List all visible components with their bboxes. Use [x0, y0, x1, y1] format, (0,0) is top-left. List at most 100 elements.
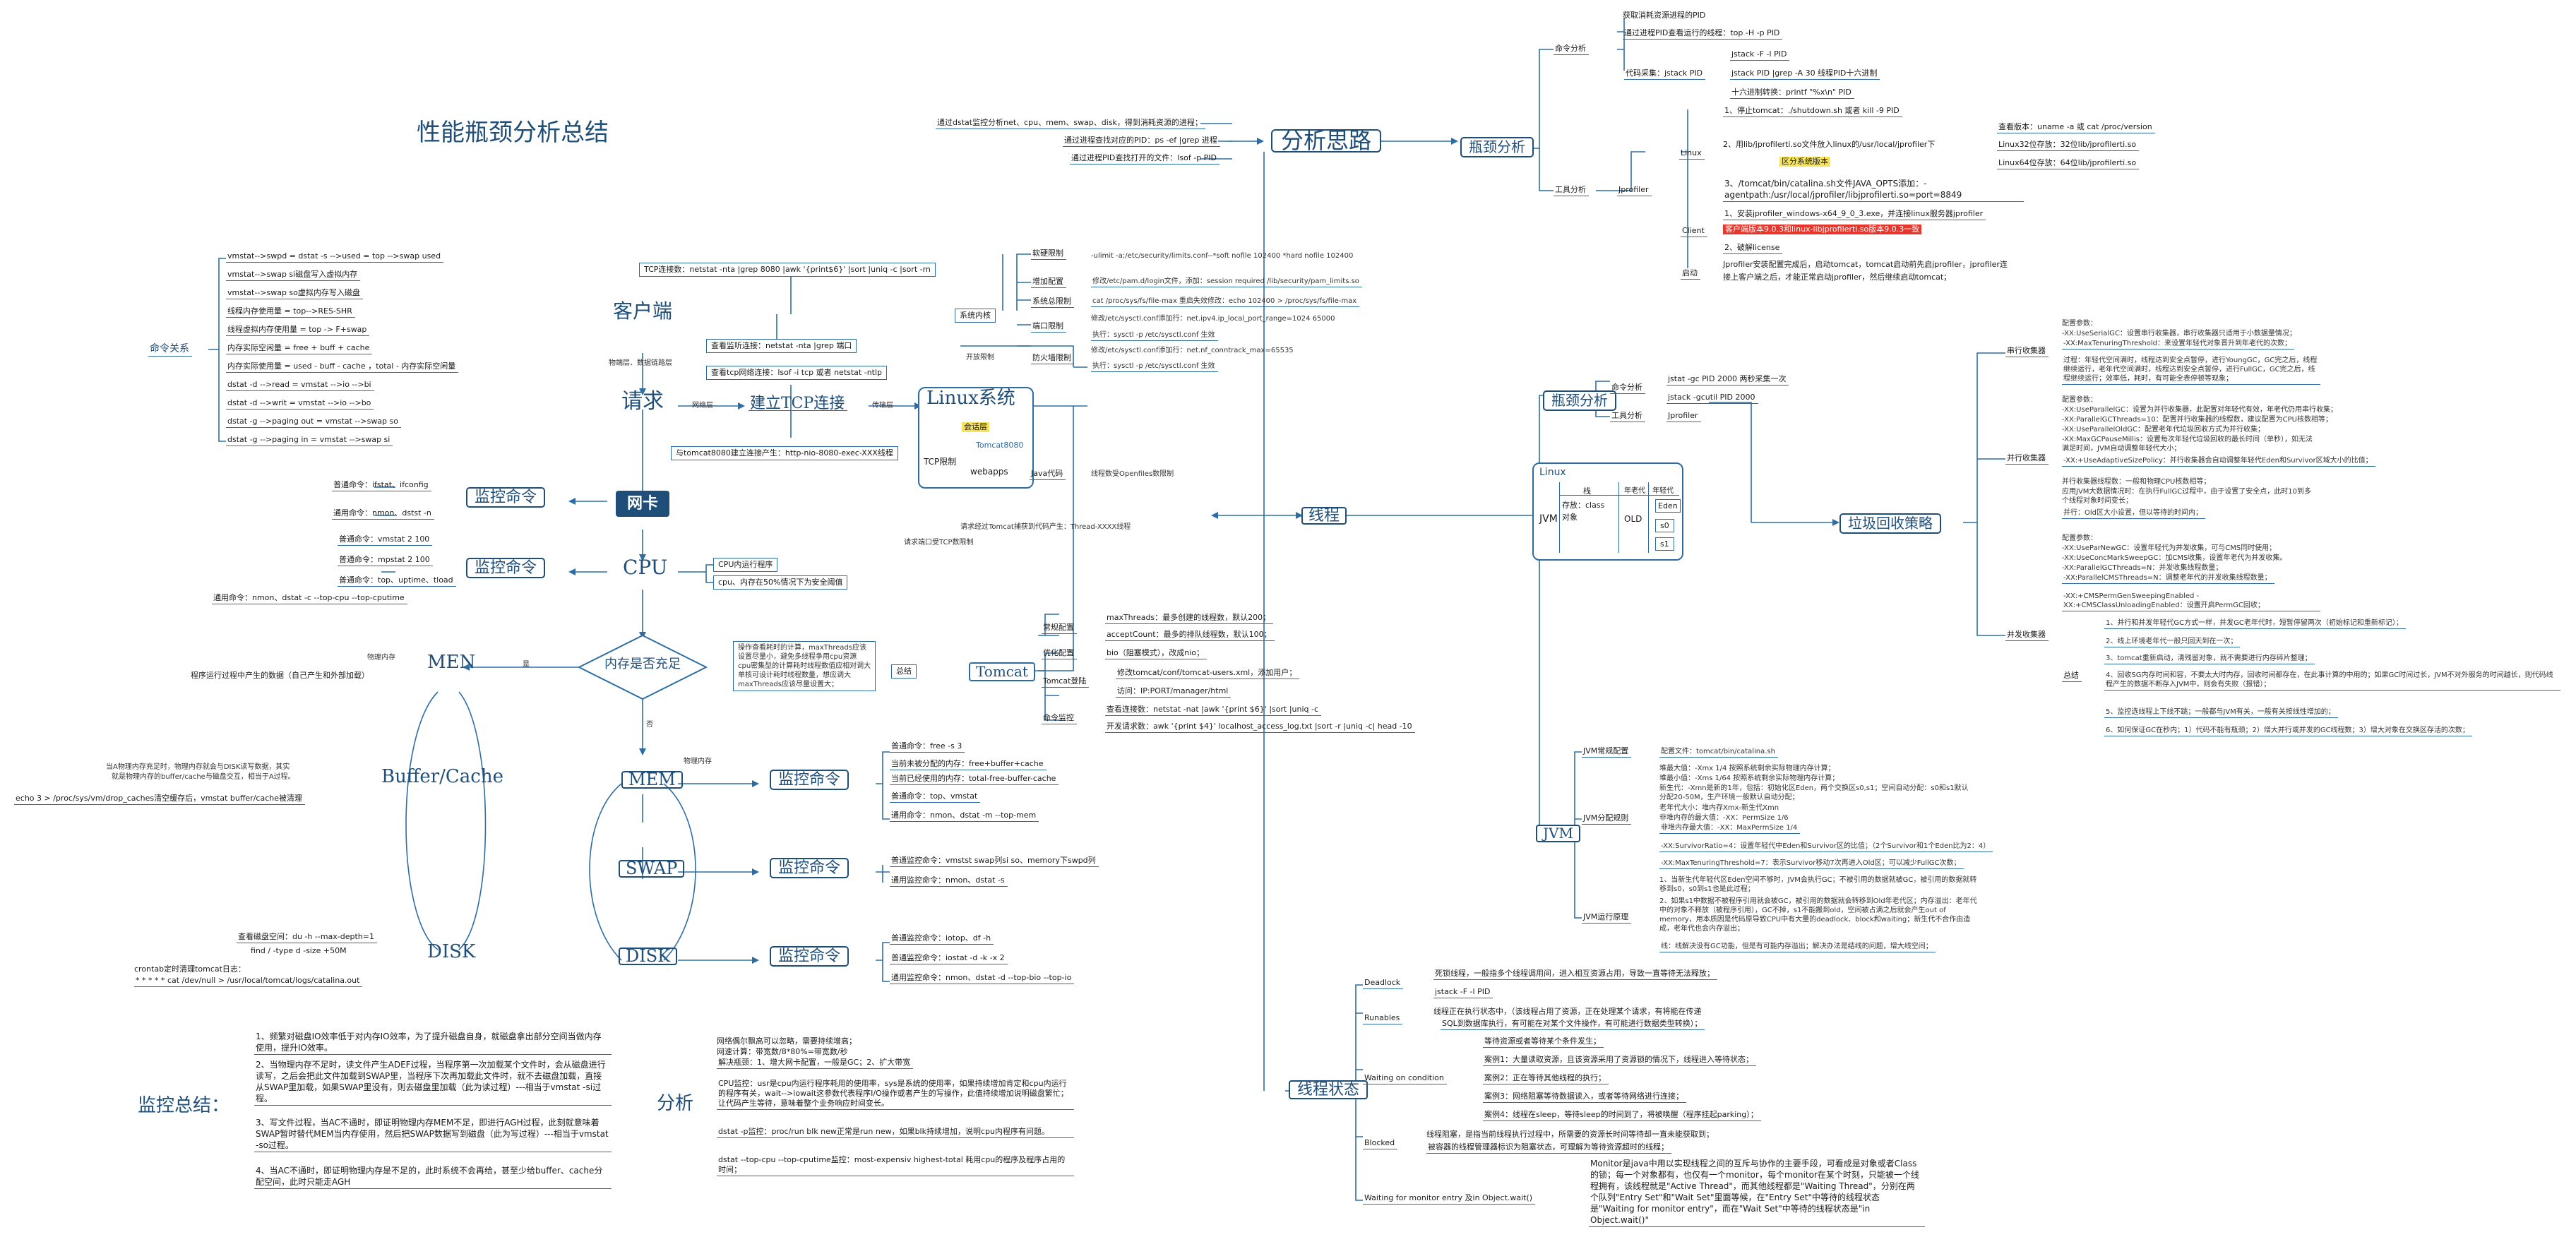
serial-collector: 串行收集器	[2005, 346, 2049, 357]
build-tcp-node: 建立TCP连接	[749, 396, 848, 412]
tomcat-login-step: 修改tomcat/conf/tomcat-users.xml，添加用户；	[1116, 668, 1300, 679]
thinking-step: 通过进程查找对应的PID：ps -ef |grep 进程	[1063, 136, 1220, 147]
thinking-step: 通过进程PID查找打开的文件：lsof -p PID	[1070, 153, 1220, 165]
gc-param: 并行收集器线程数：一般和物理CPU核数相等；	[2062, 478, 2211, 486]
request-port-note: 请求端口受TCP数限制	[904, 539, 974, 546]
jvm-node: JVM	[1536, 825, 1580, 842]
buffer-desc: 当A物理内存充足时，物理内存就会与DISK读写数据，其实	[106, 763, 290, 771]
jvm-run-item: 线：线解决没有GC功能，但是有可能内存溢出；解决办法是结线的问题，增大线空间；	[1659, 942, 1936, 952]
storage-label: 存放：class对象	[1562, 501, 1605, 522]
client-node: 客户端	[613, 299, 673, 323]
check-listen-cmd: 查看监听连接：netstat -nta |grep 端口	[706, 339, 857, 353]
page-title: 性能瓶颈分析总结	[417, 119, 609, 147]
cpu-cmd: 普通命令：top、uptime、tload	[338, 575, 456, 587]
add-config-node: 增加配置	[1031, 277, 1066, 288]
tcp-limit-label: TCP限制	[924, 457, 957, 467]
hex-step: 十六进制转换：printf "%x\n" PID	[1730, 88, 1854, 99]
runnable-desc: 线程正在执行状态中，（该线程占用了资源，正在处理某个请求，有将能在传递	[1433, 1007, 1702, 1016]
swap-monitor-node: 监控命令	[770, 858, 849, 878]
jstack-step: jstack PID |grep -A 30 线程PID十六进制	[1730, 68, 1880, 80]
tcp-conn-cmd: TCP连接数：netstat -nta |grep 8080 |awk '{pr…	[639, 263, 936, 277]
tomcat-note-line: 单核可设计耗时线程数量，想应调大	[738, 671, 851, 679]
relation-item: vmstat-->swap so虚拟内存写入磁盘	[226, 288, 363, 299]
client-branch: Client	[1681, 226, 1707, 237]
gc-param: -XX:+CMSPermGenSweepingEnabled -XX:+CMSC…	[2062, 592, 2320, 611]
no-label: 否	[646, 721, 653, 729]
jvm-normal-config: JVM常规配置	[1582, 746, 1632, 758]
bio-setting: bio（阻塞模式），改成nio；	[1105, 648, 1208, 659]
gc-param: 并行：Old区大小设置，但以等待的时间内；	[2062, 508, 2205, 519]
gc-param: -XX:MaxTenuringThreshold：来设置年轻代对象晋升到年老代的…	[2062, 339, 2294, 349]
state-deadlock: Deadlock	[1363, 978, 1404, 989]
jprofiler-node: Jprofiler	[1617, 185, 1652, 196]
old-gen-label: 年老代	[1624, 487, 1645, 495]
jstack-gcutil-cmd: jstack -gcutil PID 2000	[1666, 393, 1758, 404]
gc-summary-item: 4、回收SG内存时间和容，不要太大时内存，回收时间都存在，在此事计算的中用的；如…	[2104, 671, 2560, 691]
bottleneck-analysis-node: 瓶颈分析	[1460, 137, 1534, 157]
disk-space-cmd: 查看磁盘空间：du -h --max-depth=1	[237, 932, 377, 943]
deadlock-cmd: jstack -F -l PID	[1433, 987, 1493, 998]
men-node: MEN	[427, 652, 476, 673]
distinguish-version-highlight: 区分系统版本	[1779, 157, 1830, 167]
tomcat-monitor-item: 开发请求数：awk '{print $4}' localhost_access_…	[1105, 722, 1415, 733]
physical-memory-label: 物理内存	[367, 654, 395, 662]
gc-param: -XX:ParallelGCThreads=N：并发收集线程数量；	[2062, 564, 2223, 572]
analysis-item: dstat --top-cpu --top-cputime监控：most-exp…	[717, 1155, 1074, 1176]
jvm-alloc-item: 堆最小值：-Xms 1/64 按照系统剩余实际物理内存计算；	[1659, 775, 1839, 782]
get-pid-step: 获取消耗资源进程的PID	[1623, 11, 1706, 20]
start-desc: 接上客户端之后，才能正常启动jprofiler，然后继续启动tomcat；	[1723, 273, 1952, 282]
state-monitor-entry: Waiting for monitor entry 及in Object.wai…	[1363, 1193, 1536, 1205]
tomcat-login-step: 访问：IP:PORT/manager/html	[1116, 686, 1232, 698]
linux-system-box: Linux系统 会话层 Tomcat8080 TCP限制 webapps	[918, 387, 1034, 489]
gc-param: 配置参数：	[2062, 320, 2097, 328]
jvm-linux-label: Linux	[1539, 467, 1566, 478]
gc-param: 配置参数：	[2062, 396, 2097, 404]
physical-memory-label: 物理内存	[684, 758, 712, 765]
sys-limit-cmd: cat /proc/sys/fs/file-max 重启失效修改：echo 10…	[1091, 297, 1360, 307]
thread-state-node: 线程状态	[1289, 1080, 1368, 1099]
waiting-condition-item: 案例3：网络阻塞等待数据读入，或者等待网络进行连接；	[1483, 1092, 1686, 1103]
command-analysis-node: 命令分析	[1610, 383, 1645, 394]
jvm-run-principle: JVM运行原理	[1582, 912, 1632, 924]
soft-limit-cmd: -ulimit -a;/etc/security/limits.conf--*s…	[1091, 252, 1354, 260]
memory-description: 程序运行过程中产生的数据（自己产生和外部加载）	[191, 671, 369, 680]
relation-item: dstat -g -->paging in = vmstat -->swap s…	[226, 435, 393, 446]
jvm-alloc-item: -XX:SurvivorRatio=4：设置年轻代中Eden和Survivor区…	[1659, 842, 1993, 852]
check-tcp-cmd: 查看tcp网络连接：lsof -i tcp 或者 netstat -ntlp	[706, 366, 888, 380]
buffer-desc: 就是物理内存的buffer/cache与磁盘交互，相当于A过程。	[112, 773, 295, 781]
gc-summary-label: 总结	[2062, 671, 2082, 682]
relation-item: 内存实际使用量 = used - buff - cache ，total - 内…	[226, 361, 459, 373]
blocked-desc: 被容器的线程管理器标识为阻塞状态，可理解为等待资源超时的线程；	[1426, 1142, 1671, 1154]
jvm-alloc-item: 新生代：-Xmn是新的1年，包括：初始化区Eden，两个交换区s0,s1；空间自…	[1659, 784, 1969, 801]
linux-branch: Linux	[1679, 148, 1705, 160]
mem-node: MEM	[621, 771, 683, 789]
session-layer-highlight: 会话层	[962, 422, 989, 432]
summary-item: 3、写文件过程，当AC不通时，即证明物理内存MEM不足，即进行AGH过程，此刻就…	[254, 1117, 612, 1152]
jvm-alloc-item: 非堆内存的最大值：-XX：PermSize 1/6	[1659, 814, 1789, 822]
gc-param: -XX:UseParallelOldGC：配置老年代垃圾回收方式为并行收集；	[2062, 426, 2265, 434]
jvm-alloc-item: -XX:MaxTenuringThreshold=7：表示Survivor移动7…	[1659, 859, 1964, 869]
max-threads-setting: maxThreads：最多创建的线程数，默认200；	[1105, 613, 1274, 624]
disk-node: DISK	[427, 941, 476, 962]
client-install-step: 1、安装jprofiler_windows-x64_9_0_3.exe，并连接l…	[1723, 209, 1986, 220]
analysis-item: CPU监控：usr是cpu内运行程序耗用的使用率，sys是系统的使用率，如果持续…	[717, 1079, 1074, 1110]
tool-analysis-node: 工具分析	[1554, 185, 1589, 196]
swap-cmd: 通用监控命令：nmon、dstat -s	[890, 876, 1008, 887]
table-divider	[1559, 482, 1560, 553]
mem-cmd: 当前未被分配的内存：free+buffer+cache	[890, 759, 1046, 770]
relation-item: 线程虚拟内存使用量 = top -> F+swap	[226, 325, 370, 336]
java-code-label: Java代码	[1030, 469, 1066, 480]
relation-item: vmstat-->swap si磁盘写入虚拟内存	[226, 270, 361, 281]
check-version-step: 查看版本：uname -a 或 cat /proc/version	[1997, 122, 2155, 133]
gc-param: -XX:ParallelGCThreads=10：配置并行收集器的线程数，建议配…	[2062, 416, 2332, 424]
jprofiler-linux-step: 2、用lib/jprofilerti.so文件放入linux的/usr/loca…	[1723, 140, 1936, 149]
s0-label: s0	[1655, 519, 1674, 532]
mem-cmd: 通用命令：nmon、dstat -m --top-mem	[890, 811, 1039, 822]
gc-param: -XX:MaxGCPauseMillis：设置每次年轻代垃圾回收的最长时间（单秒…	[2062, 436, 2313, 453]
gc-summary-item: 5、监控选线程上下线不跳；一般都与JVM有关，一般有关按线性增加的；	[2104, 707, 2338, 718]
mem-cmd: 普通命令：free -s 3	[890, 741, 965, 753]
firewall-cmd: 修改/etc/sysctl.conf添加行：net.nf_conntrack_m…	[1091, 347, 1294, 354]
nic-cmd: 通用命令：nmon、dstst -n	[332, 508, 434, 520]
jvm-normal-desc: 配置文件：tomcat/bin/catalina.sh	[1659, 747, 1778, 758]
